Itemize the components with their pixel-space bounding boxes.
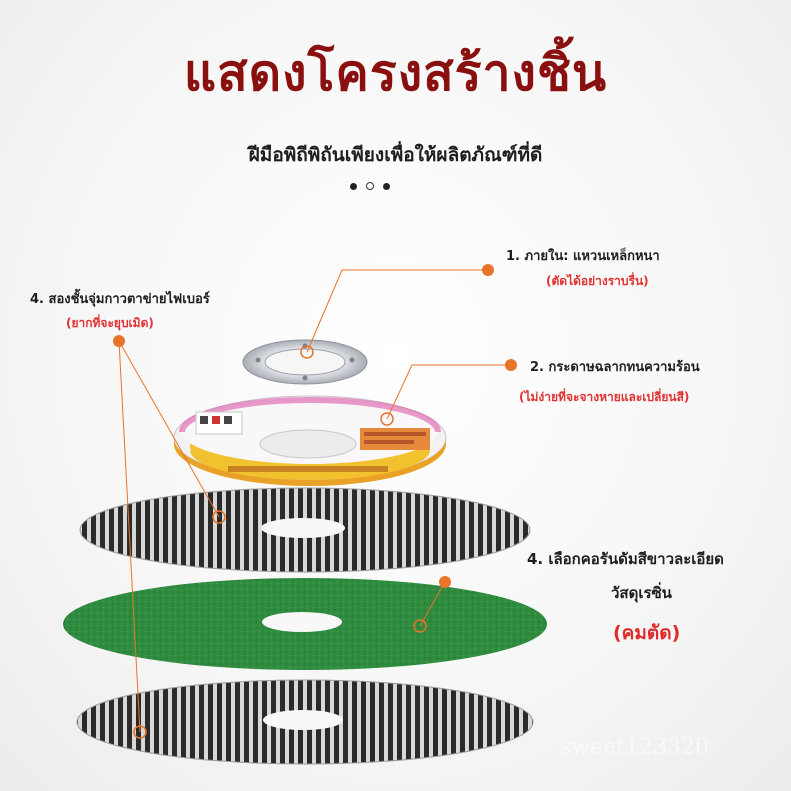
leader-line-inner-ring: [306, 269, 488, 353]
marker-dot-paper: [505, 359, 517, 371]
carousel-dot-2-active[interactable]: [366, 182, 374, 190]
label-abrasive-note: (คมตัด): [613, 622, 681, 644]
label-inner-ring-note: (ตัดได้อย่างราบรื่น): [546, 274, 649, 288]
carousel-dot-3[interactable]: [383, 182, 390, 190]
fiber-mesh-top: [79, 487, 531, 573]
target-ring-fiber-bottom: [133, 725, 147, 739]
target-ring-paper: [380, 412, 394, 426]
page-title: แสดงโครงสร้างชิ้น: [183, 44, 608, 102]
label-paper-title: 2. กระดาษฉลากทนความร้อน: [530, 360, 700, 375]
steel-ring: [242, 339, 368, 385]
marker-dot-fiber: [113, 335, 125, 347]
target-ring-fiber-top: [212, 510, 226, 524]
target-ring-abrasive: [413, 619, 427, 633]
marker-dot-abrasive: [439, 576, 451, 588]
watermark: sweet123320: [560, 735, 709, 760]
label-abrasive-title-line1: 4. เลือกคอรันดัมสีขาวละเอียด: [527, 550, 724, 568]
label-paper-note: (ไม่ง่ายที่จะจางหายและเปลี่ยนสี): [519, 390, 690, 404]
carousel-dot-1[interactable]: [350, 182, 357, 190]
leader-line-paper: [386, 364, 510, 420]
leader-line-fiber-bottom: [118, 340, 141, 733]
label-abrasive-title-line2: วัสดุเรซิ่น: [611, 584, 672, 602]
marker-dot-inner-ring: [482, 264, 494, 276]
fiber-mesh-bottom: [76, 679, 534, 765]
label-inner-ring-title: 1. ภายใน: แหวนเหล็กหนา: [506, 249, 660, 264]
leader-line-abrasive: [419, 581, 446, 627]
target-ring-inner: [300, 345, 314, 359]
label-fiber-note: (ยากที่จะยุบเมิด): [66, 316, 154, 330]
label-fiber-title: 4. สองชั้นจุ่มกาวตาข่ายไฟเบอร์: [30, 292, 210, 307]
label-paper-disc: [173, 395, 447, 486]
carousel-dots: [350, 182, 390, 190]
leader-line-fiber-top: [118, 340, 220, 518]
abrasive-disc: [63, 578, 547, 670]
page-subtitle: ฝีมือพิถีพิถันเพียงเพื่อให้ผลิตภัณฑ์ที่ด…: [248, 144, 543, 166]
